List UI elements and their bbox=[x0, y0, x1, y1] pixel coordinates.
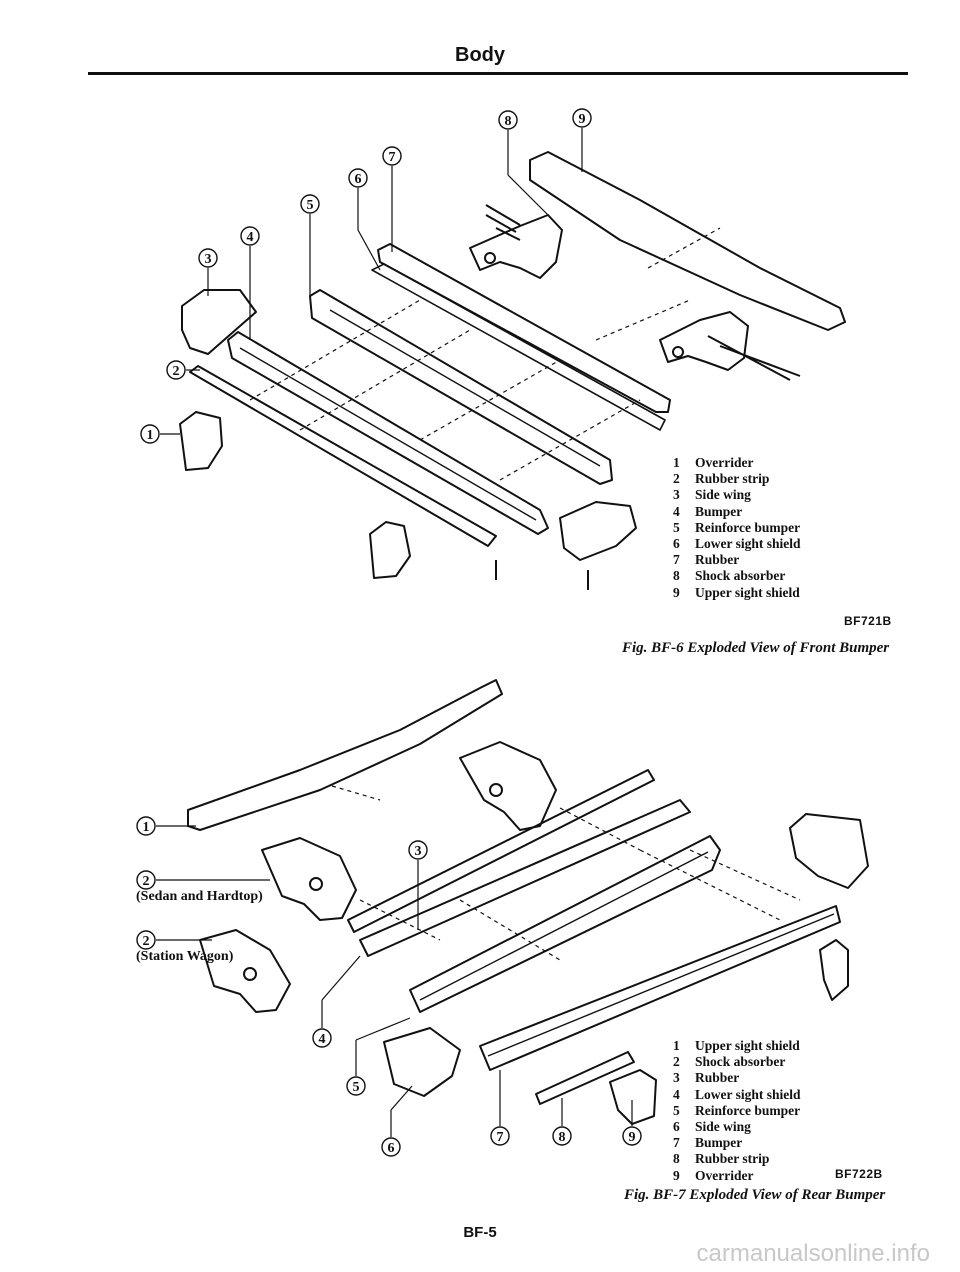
rear-figure-caption: Fig. BF-7 Exploded View of Rear Bumper bbox=[624, 1187, 886, 1203]
front-callouts: 8 9 7 6 5 4 3 2 1 bbox=[140, 108, 592, 444]
rear-shock-absorber-wagon bbox=[199, 929, 291, 1013]
header-rule bbox=[88, 72, 908, 75]
rear-rubber-strip-bottom bbox=[535, 1051, 635, 1105]
rear-callouts: 1 2 2 3 4 5 6 7 8 9 bbox=[136, 816, 642, 1157]
front-callout-1: 1 bbox=[147, 428, 154, 443]
rear-callout-6: 6 bbox=[388, 1141, 395, 1156]
page-header: Body bbox=[455, 44, 505, 66]
front-side-wing bbox=[181, 289, 257, 355]
front-overrider-right bbox=[559, 501, 637, 561]
rear-rubber-strip-top bbox=[347, 769, 655, 933]
rear-callout-5: 5 bbox=[353, 1080, 360, 1095]
front-bumper-bar bbox=[227, 331, 549, 535]
rear-callout-7: 7 bbox=[497, 1130, 504, 1145]
rear-side-wing-left bbox=[383, 1027, 461, 1097]
front-rubber-strip bbox=[189, 365, 497, 547]
rear-callout-8: 8 bbox=[559, 1130, 566, 1145]
front-figure-caption: Fig. BF-6 Exploded View of Front Bumper bbox=[622, 640, 890, 656]
rear-shock-absorber-sedan bbox=[261, 837, 357, 921]
page-number: BF-5 bbox=[463, 1224, 497, 1241]
front-callout-8: 8 bbox=[505, 114, 512, 129]
front-reinforce-bumper bbox=[309, 289, 613, 485]
rear-callout-9: 9 bbox=[629, 1130, 636, 1145]
rear-callout-2-wagon: 2 bbox=[143, 934, 150, 949]
front-upper-sight-shield bbox=[529, 151, 846, 331]
rear-bumper-diagram: 1 2 2 3 4 5 6 7 8 9 (Sedan and Hardtop) … bbox=[136, 679, 869, 1157]
rear-figure-code: BF722B bbox=[835, 1167, 883, 1181]
rear-callout-3: 3 bbox=[415, 844, 422, 859]
rear-callout-1: 1 bbox=[143, 820, 150, 835]
rear-reinforce-bumper bbox=[409, 835, 721, 1013]
front-callout-9: 9 bbox=[579, 112, 586, 127]
front-shock-absorber-right bbox=[659, 311, 801, 381]
front-callout-6: 6 bbox=[355, 172, 362, 187]
front-callout-7: 7 bbox=[389, 150, 396, 165]
rear-callout-4: 4 bbox=[319, 1032, 326, 1047]
rear-side-wing-right bbox=[789, 813, 869, 889]
rear-overrider-right bbox=[819, 939, 849, 1001]
front-lower-sight-shield bbox=[377, 243, 671, 413]
front-figure-code: BF721B bbox=[844, 614, 892, 628]
rear-bumper-bar bbox=[479, 905, 841, 1071]
rear-shock-absorber-top bbox=[459, 741, 557, 831]
rear-callout-2-sedan: 2 bbox=[143, 874, 150, 889]
front-callout-3: 3 bbox=[205, 252, 212, 267]
front-overrider-left bbox=[179, 411, 223, 471]
variant-label-sedan: (Sedan and Hardtop) bbox=[136, 889, 263, 904]
front-callout-5: 5 bbox=[307, 198, 314, 213]
rear-overrider-left bbox=[609, 1069, 657, 1125]
rear-lower-sight-shield bbox=[359, 799, 691, 957]
front-callout-2: 2 bbox=[173, 364, 180, 379]
variant-label-wagon: (Station Wagon) bbox=[136, 949, 234, 964]
front-bumper-diagram: 8 9 7 6 5 4 3 2 1 bbox=[140, 108, 846, 590]
front-overrider-center bbox=[369, 521, 411, 579]
watermark: carmanualsonline.info bbox=[696, 1240, 930, 1267]
front-shock-absorber-left bbox=[469, 204, 563, 279]
front-callout-4: 4 bbox=[247, 230, 254, 245]
rear-upper-sight-shield bbox=[187, 679, 503, 831]
